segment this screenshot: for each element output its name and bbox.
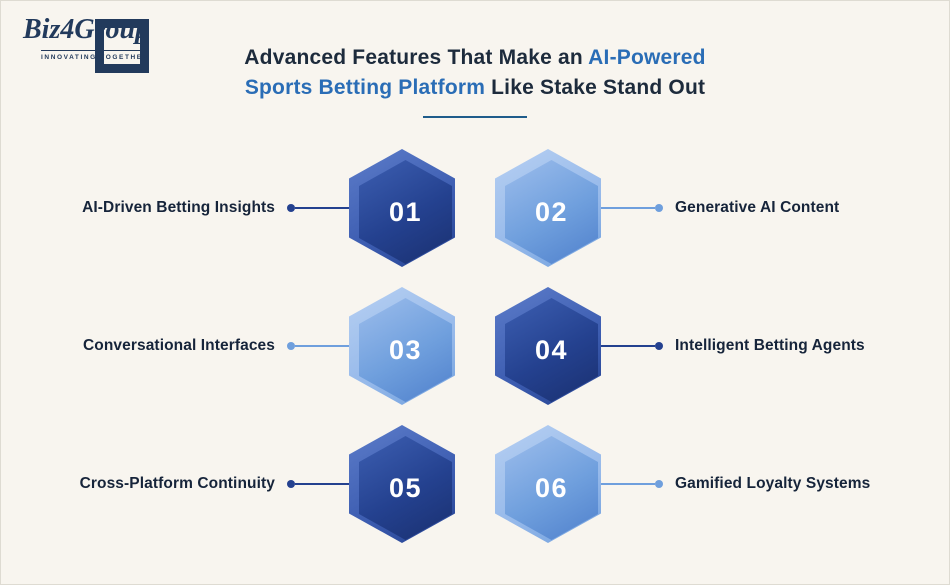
logo-tagline: INNOVATING TOGETHER	[41, 49, 150, 61]
features-grid: AI-Driven Betting Insights 01 02 Generat…	[1, 149, 949, 584]
feature-number-5: 05	[388, 472, 423, 503]
title-line1-prefix: Advanced Features That Make an	[244, 46, 589, 69]
connector-2	[601, 204, 663, 212]
connector-line	[601, 207, 655, 209]
header: Biz4Group INNOVATING TOGETHER Advanced F…	[1, 1, 949, 129]
feature-number-4: 04	[534, 334, 569, 365]
connector-line	[601, 483, 655, 485]
feature-label-3: Conversational Interfaces	[82, 337, 275, 354]
logo-square-icon	[95, 19, 149, 73]
feature-hexagon-5: 05	[349, 425, 455, 543]
feature-number-2: 02	[534, 196, 569, 227]
hexagon-front-layer	[359, 298, 452, 402]
feature-label-4: Intelligent Betting Agents	[675, 337, 865, 354]
feature-number-6: 06	[534, 472, 569, 503]
feature-hexagon-3: 03	[349, 287, 455, 405]
connector-dot	[655, 480, 663, 488]
connector-1	[287, 204, 349, 212]
feature-hexagon-6: 06	[495, 425, 601, 543]
title-underline	[423, 115, 527, 118]
connector-line	[295, 345, 349, 347]
feature-number-3: 03	[388, 334, 423, 365]
connector-dot	[287, 342, 295, 350]
title-line-1: Advanced Features That Make an AI-Powere…	[1, 43, 949, 73]
title-line1-highlight: AI-Powered	[588, 46, 706, 69]
connector-5	[287, 480, 349, 488]
feature-label-6: Gamified Loyalty Systems	[675, 475, 871, 492]
title-line2-suffix: Like Stake Stand Out	[485, 76, 706, 100]
feature-label-5: Cross-Platform Continuity	[79, 475, 275, 492]
feature-row-3: Cross-Platform Continuity 05 06 Gamified…	[41, 425, 909, 543]
connector-dot	[655, 342, 663, 350]
connector-dot	[287, 480, 295, 488]
connector-dot	[287, 204, 295, 212]
connector-line	[295, 483, 349, 485]
connector-4	[601, 342, 663, 350]
page-title: Advanced Features That Make an AI-Powere…	[1, 43, 949, 118]
feature-hexagon-2: 02	[495, 149, 601, 267]
connector-line	[601, 345, 655, 347]
logo-brand-text: Biz4Group	[23, 14, 150, 45]
feature-label-2: Generative AI Content	[675, 199, 840, 216]
feature-row-2: Conversational Interfaces 03 04 Intellig…	[41, 287, 909, 405]
connector-3	[287, 342, 349, 350]
hexagon-front-layer	[505, 298, 598, 402]
feature-hexagon-1: 01	[349, 149, 455, 267]
biz4group-logo: Biz4Group INNOVATING TOGETHER	[23, 14, 183, 73]
feature-number-1: 01	[388, 196, 423, 227]
feature-label-1: AI-Driven Betting Insights	[82, 199, 275, 216]
feature-row-1: AI-Driven Betting Insights 01 02 Generat…	[41, 149, 909, 267]
title-line2-highlight: Sports Betting Platform	[244, 76, 486, 100]
feature-hexagon-4: 04	[495, 287, 601, 405]
connector-dot	[655, 204, 663, 212]
title-line-2: Sports Betting Platform Like Stake Stand…	[1, 73, 949, 103]
connector-line	[295, 207, 349, 209]
connector-6	[601, 480, 663, 488]
